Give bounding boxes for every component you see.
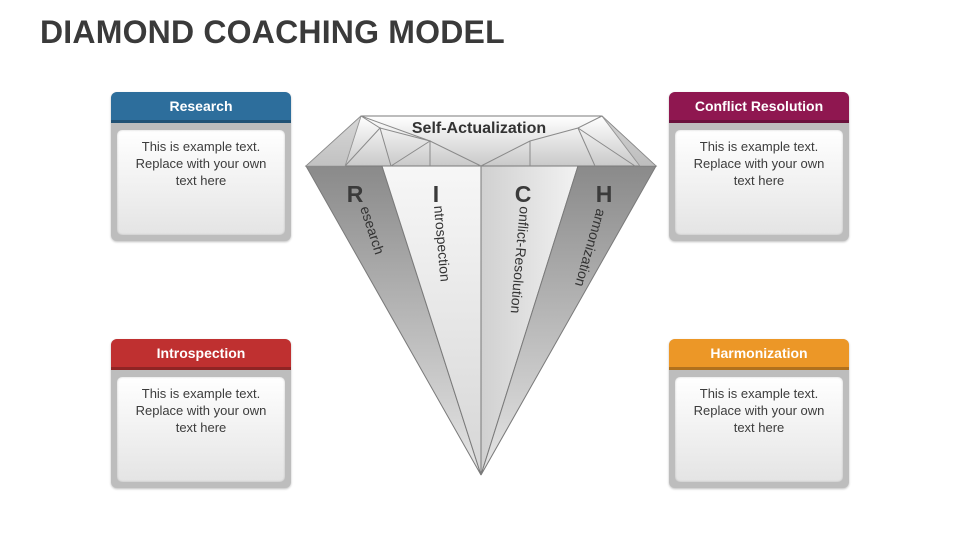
facet-letter-r: R: [347, 181, 364, 207]
research-card-body: This is example text. Replace with your …: [117, 130, 285, 235]
card-text-line: Replace with your own: [693, 156, 825, 171]
page-title: DIAMOND COACHING MODEL: [40, 14, 505, 50]
conflict-resolution-card: Conflict Resolution This is example text…: [669, 92, 849, 241]
facet-letter-h: H: [596, 181, 613, 207]
card-text-line: text here: [175, 420, 227, 435]
crown-left-shade: [306, 116, 361, 166]
card-text-line: Replace with your own: [135, 156, 267, 171]
introspection-card: Introspection This is example text. Repl…: [111, 339, 291, 488]
card-text-line: This is example text.: [699, 139, 819, 154]
facet-letter-c: C: [515, 181, 532, 207]
facet-letter-i: I: [433, 181, 439, 207]
harmonization-card-header: Harmonization: [669, 339, 849, 370]
crown-right-shade: [602, 116, 656, 166]
crown-label: Self-Actualization: [412, 120, 546, 137]
card-text-line: This is example text.: [141, 139, 261, 154]
card-text-line: This is example text.: [699, 386, 819, 401]
card-text-line: Replace with your own: [693, 403, 825, 418]
harmonization-card: Harmonization This is example text. Repl…: [669, 339, 849, 488]
card-text-line: text here: [175, 173, 227, 188]
research-card: Research This is example text. Replace w…: [111, 92, 291, 241]
introspection-card-body: This is example text. Replace with your …: [117, 377, 285, 482]
conflict-resolution-card-body: This is example text. Replace with your …: [675, 130, 843, 235]
introspection-card-header: Introspection: [111, 339, 291, 370]
card-text-line: text here: [733, 173, 785, 188]
card-text-line: Replace with your own: [135, 403, 267, 418]
research-card-header: Research: [111, 92, 291, 123]
harmonization-card-body: This is example text. Replace with your …: [675, 377, 843, 482]
card-text-line: This is example text.: [141, 386, 261, 401]
facet-word-introspection: ntrospection: [431, 205, 454, 282]
conflict-resolution-card-header: Conflict Resolution: [669, 92, 849, 123]
card-text-line: text here: [733, 420, 785, 435]
